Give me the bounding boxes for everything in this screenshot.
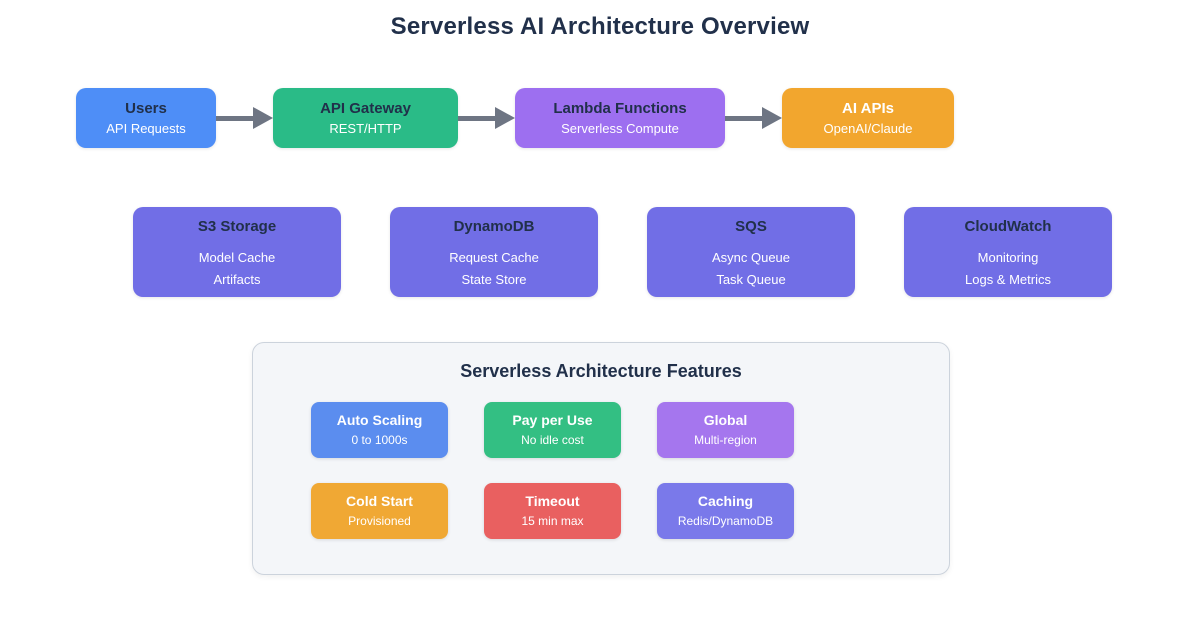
flow-row: Users API Requests API Gateway REST/HTTP… <box>76 88 954 148</box>
flow-arrow-icon <box>725 107 782 129</box>
service-box-sqs: SQS Async Queue Task Queue <box>647 207 855 297</box>
service-line: State Store <box>461 271 527 287</box>
flow-node-title: AI APIs <box>842 100 894 117</box>
service-title: S3 Storage <box>197 217 277 235</box>
flow-arrow-icon <box>458 107 515 129</box>
service-line: Async Queue <box>711 249 791 265</box>
service-line: Request Cache <box>449 249 539 265</box>
feature-title: Caching <box>697 493 754 509</box>
feature-chip-cold-start: Cold Start Provisioned <box>311 483 448 539</box>
service-line: Model Cache <box>198 249 276 265</box>
feature-subtitle: Provisioned <box>348 514 411 528</box>
flow-node-subtitle: Serverless Compute <box>561 121 679 136</box>
page-title: Serverless AI Architecture Overview <box>390 13 810 40</box>
flow-node-ai-apis: AI APIs OpenAI/Claude <box>782 88 954 148</box>
flow-node-users: Users API Requests <box>76 88 216 148</box>
service-line: Logs & Metrics <box>965 271 1051 287</box>
features-panel: Serverless Architecture Features Auto Sc… <box>252 342 950 575</box>
service-line: Monitoring <box>977 249 1039 265</box>
feature-chip-pay-per-use: Pay per Use No idle cost <box>484 402 621 458</box>
flow-node-api-gateway: API Gateway REST/HTTP <box>273 88 458 148</box>
feature-subtitle: Redis/DynamoDB <box>677 514 774 528</box>
feature-chip-auto-scaling: Auto Scaling 0 to 1000s <box>311 402 448 458</box>
features-grid: Auto Scaling 0 to 1000s Pay per Use No i… <box>311 402 949 539</box>
service-title: CloudWatch <box>964 217 1052 235</box>
feature-chip-timeout: Timeout 15 min max <box>484 483 621 539</box>
arrow-shaft <box>725 115 762 121</box>
feature-subtitle: No idle cost <box>521 433 584 447</box>
flow-node-title: Lambda Functions <box>553 100 687 117</box>
arrow-shaft <box>216 115 253 121</box>
service-title: DynamoDB <box>453 217 535 235</box>
flow-node-lambda-functions: Lambda Functions Serverless Compute <box>515 88 725 148</box>
arrow-head <box>253 107 273 129</box>
service-title: SQS <box>735 217 767 235</box>
feature-chip-caching: Caching Redis/DynamoDB <box>657 483 794 539</box>
flow-node-subtitle: REST/HTTP <box>329 121 402 136</box>
flow-node-subtitle: OpenAI/Claude <box>823 121 913 136</box>
flow-node-title: API Gateway <box>320 100 411 117</box>
feature-title: Timeout <box>525 493 580 509</box>
feature-subtitle: 0 to 1000s <box>351 433 408 447</box>
feature-title: Pay per Use <box>512 412 593 428</box>
service-box-cloudwatch: CloudWatch Monitoring Logs & Metrics <box>904 207 1112 297</box>
arrow-head <box>762 107 782 129</box>
service-line: Task Queue <box>716 271 786 287</box>
flow-node-subtitle: API Requests <box>106 121 186 136</box>
feature-title: Global <box>703 412 748 428</box>
features-panel-title: Serverless Architecture Features <box>460 361 742 381</box>
service-box-dynamodb: DynamoDB Request Cache State Store <box>390 207 598 297</box>
arrow-shaft <box>458 115 495 121</box>
service-line: Artifacts <box>213 271 261 287</box>
services-row: S3 Storage Model Cache Artifacts DynamoD… <box>133 207 1112 297</box>
service-box-s3-storage: S3 Storage Model Cache Artifacts <box>133 207 341 297</box>
feature-title: Auto Scaling <box>336 412 423 428</box>
feature-subtitle: 15 min max <box>521 514 584 528</box>
arrow-head <box>495 107 515 129</box>
flow-node-title: Users <box>125 100 167 117</box>
feature-chip-global: Global Multi-region <box>657 402 794 458</box>
feature-title: Cold Start <box>346 493 413 509</box>
flow-arrow-icon <box>216 107 273 129</box>
feature-subtitle: Multi-region <box>694 433 757 447</box>
